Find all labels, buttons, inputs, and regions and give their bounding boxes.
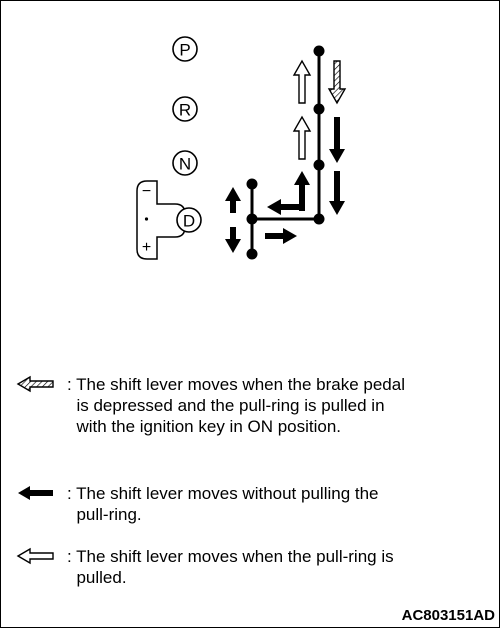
position-d-label: D	[176, 207, 202, 233]
legend-item-hatched: : The shift lever moves when the brake p…	[15, 374, 485, 444]
manual-plus-sign: +	[142, 239, 151, 256]
solid-arrow-manual-minus	[225, 187, 241, 213]
manual-minus-sign: −	[142, 183, 151, 200]
node-n	[313, 159, 325, 171]
outline-arrow-left-icon	[16, 547, 54, 565]
position-p-text: P	[179, 41, 190, 60]
node-manual-plus	[246, 248, 258, 260]
figure-code: AC803151AD	[401, 607, 495, 624]
outline-arrow-n-to-r	[292, 115, 312, 160]
legend-text-solid: : The shift lever moves without pulling …	[67, 484, 379, 524]
position-n-text: N	[179, 155, 191, 174]
node-d	[313, 213, 325, 225]
node-p	[313, 45, 325, 57]
node-manual-minus	[246, 178, 258, 190]
position-d-text: D	[183, 212, 195, 231]
shift-pattern-diagram: P R N − + D	[136, 36, 347, 260]
hatched-arrow-p-to-r	[327, 60, 347, 105]
solid-arrow-manual-to-d	[265, 228, 297, 244]
outline-arrow-r-to-p	[292, 59, 312, 104]
position-r-text: R	[179, 101, 191, 120]
legend-item-outline: : The shift lever moves when the pull-ri…	[15, 546, 485, 592]
node-manual	[246, 213, 258, 225]
solid-arrow-left-icon	[18, 486, 53, 500]
legend-item-solid: : The shift lever moves without pulling …	[15, 483, 485, 529]
solid-arrow-n-to-d	[329, 171, 345, 215]
node-r	[313, 103, 325, 115]
solid-arrow-d-to-manual	[267, 199, 299, 215]
legend-text-hatched: : The shift lever moves when the brake p…	[67, 375, 405, 436]
position-n-label: N	[172, 150, 198, 176]
position-r-label: R	[172, 96, 198, 122]
manual-center-dot	[144, 217, 149, 221]
position-p-label: P	[172, 36, 198, 62]
manual-gate-housing	[136, 180, 186, 260]
hatched-arrow-left-icon	[16, 375, 54, 393]
solid-arrow-d-to-n	[294, 171, 310, 211]
solid-arrow-manual-plus	[225, 227, 241, 253]
legend-text-outline: : The shift lever moves when the pull-ri…	[67, 547, 394, 587]
solid-arrow-r-to-n	[329, 117, 345, 163]
